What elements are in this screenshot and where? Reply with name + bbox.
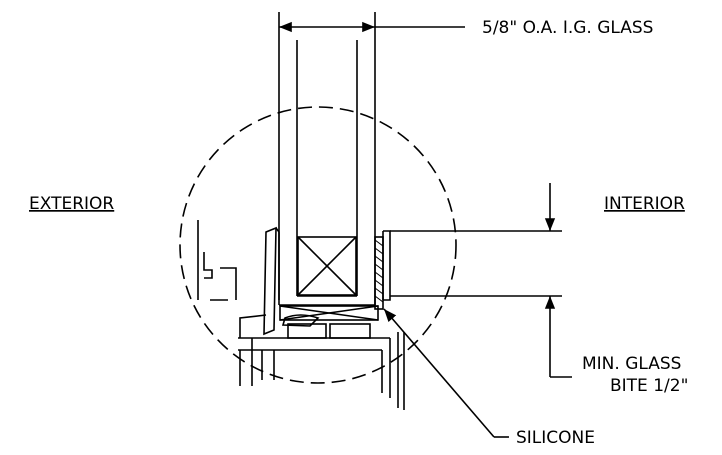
bite-label-line2: BITE 1/2" bbox=[610, 376, 688, 396]
glass-unit bbox=[278, 12, 376, 306]
silicone-bead bbox=[374, 236, 384, 310]
exterior-frame bbox=[197, 220, 237, 301]
exterior-label: EXTERIOR bbox=[29, 194, 114, 214]
bite-dimension bbox=[390, 183, 572, 378]
glass-label: 5/8" O.A. I.G. GLASS bbox=[482, 18, 653, 38]
interior-label: INTERIOR bbox=[604, 194, 685, 214]
frame-extrusion bbox=[238, 323, 405, 410]
detail-circle bbox=[179, 106, 457, 384]
silicone-label: SILICONE bbox=[516, 428, 595, 448]
interior-stop bbox=[382, 230, 391, 301]
silicone-leader bbox=[383, 308, 509, 438]
bite-label-line1: MIN. GLASS bbox=[582, 354, 681, 374]
setting-block bbox=[279, 305, 379, 321]
spacer bbox=[297, 236, 357, 296]
